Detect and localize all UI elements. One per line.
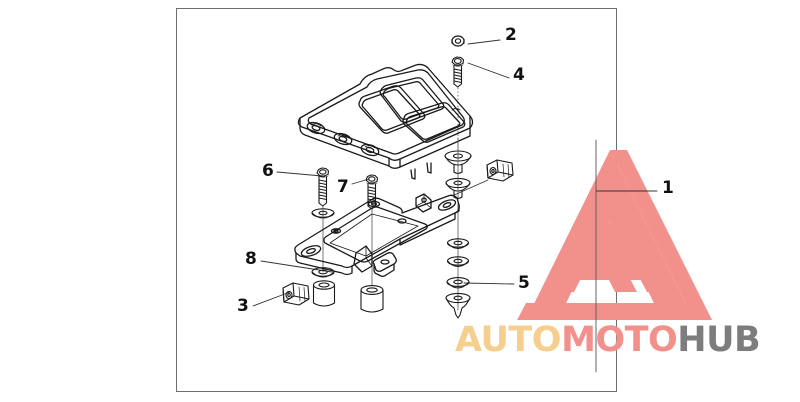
diagram-frame — [176, 8, 617, 392]
callout-label-5[interactable]: 5 — [518, 273, 530, 293]
callout-label-3[interactable]: 3 — [237, 296, 249, 316]
callout-label-2[interactable]: 2 — [505, 25, 517, 45]
callout-label-1[interactable]: 1 — [662, 178, 674, 198]
callout-label-7[interactable]: 7 — [337, 177, 349, 197]
callout-label-8[interactable]: 8 — [245, 249, 257, 269]
watermark-text-hub: HUB — [677, 320, 761, 360]
callout-label-6[interactable]: 6 — [262, 161, 274, 181]
callout-label-4[interactable]: 4 — [513, 65, 525, 85]
